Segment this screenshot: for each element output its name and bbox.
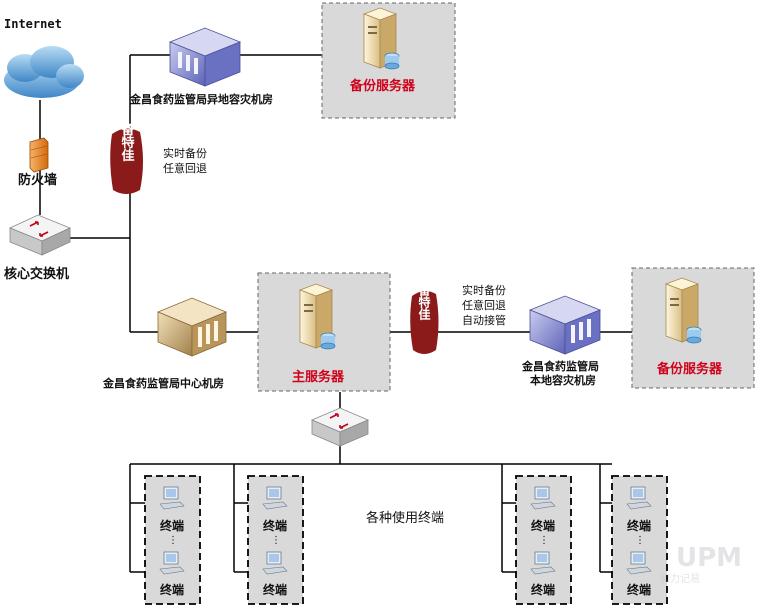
terminal-pc-icon — [159, 551, 185, 575]
center-building-icon — [156, 297, 228, 357]
terminals-caption: 各种使用终端 — [366, 510, 444, 526]
backup-server-top-label: 备份服务器 — [349, 78, 416, 94]
terminal-pc-icon — [530, 486, 556, 510]
terminal-label: 终端 — [531, 582, 555, 597]
terminal-label: 终端 — [263, 582, 287, 597]
terminal-label: 终端 — [531, 518, 555, 533]
annotation-top-line1: 实时备份 — [163, 146, 207, 160]
terminal-ellipsis: ⋮ — [635, 535, 645, 546]
terminal-label: 终端 — [627, 518, 651, 533]
backup-server-top-icon — [362, 7, 400, 70]
annotation-top-line2: 任意回退 — [163, 161, 207, 175]
terminal-pc-icon — [262, 551, 288, 575]
terminal-label: 终端 — [160, 518, 184, 533]
local-dr-label-line2: 本地容灾机房 — [530, 373, 596, 387]
terminal-pc-icon — [626, 486, 652, 510]
seal-middle-icon: 备特佳 — [410, 283, 439, 354]
local-dr-building-icon — [528, 295, 602, 355]
main-server-icon — [298, 283, 336, 350]
firewall-icon — [29, 137, 49, 173]
svg-text:UPM: UPM — [676, 543, 742, 573]
access-switch-icon — [310, 407, 370, 447]
watermark-logo: UPM 和力记易 — [660, 543, 742, 585]
terminal-group-4: 终端 ⋮ 终端 — [611, 475, 668, 605]
terminal-group-1: 终端 ⋮ 终端 — [144, 475, 201, 605]
internet-label: Internet — [4, 17, 62, 31]
terminal-label: 终端 — [160, 582, 184, 597]
local-dr-label-line1: 金昌食药监管局 — [521, 359, 599, 373]
seal-top-icon: 备特佳 — [110, 122, 143, 194]
backup-server-right-icon — [664, 277, 702, 344]
center-label: 金昌食药监管局中心机房 — [102, 376, 224, 390]
terminal-ellipsis: ⋮ — [271, 535, 281, 546]
annotation-mid-line1: 实时备份 — [462, 283, 506, 297]
remote-dr-label: 金昌食药监管局异地容灾机房 — [129, 92, 273, 106]
terminal-label: 终端 — [627, 582, 651, 597]
remote-dr-building-icon — [168, 27, 242, 87]
terminal-pc-icon — [159, 486, 185, 510]
internet-cloud-icon — [4, 46, 84, 98]
core-switch-icon — [8, 214, 72, 256]
terminal-pc-icon — [262, 486, 288, 510]
terminal-group-2: 终端 ⋮ 终端 — [247, 475, 304, 605]
main-server-label: 主服务器 — [292, 369, 345, 385]
terminal-pc-icon — [626, 551, 652, 575]
terminal-ellipsis: ⋮ — [168, 535, 178, 546]
annotation-mid-line2: 任意回退 — [462, 298, 506, 312]
svg-text:和力记易: 和力记易 — [660, 572, 700, 585]
terminal-group-3: 终端 ⋮ 终端 — [515, 475, 572, 605]
annotation-mid-line3: 自动接管 — [462, 313, 506, 327]
terminal-ellipsis: ⋮ — [539, 535, 549, 546]
seal-top-text: 备特佳 — [119, 122, 136, 163]
seal-middle-text: 备特佳 — [417, 283, 431, 321]
terminal-pc-icon — [530, 551, 556, 575]
firewall-label: 防火墙 — [18, 172, 57, 188]
terminal-label: 终端 — [263, 518, 287, 533]
backup-server-right-label: 备份服务器 — [656, 361, 723, 377]
core-switch-label: 核心交换机 — [4, 266, 69, 282]
